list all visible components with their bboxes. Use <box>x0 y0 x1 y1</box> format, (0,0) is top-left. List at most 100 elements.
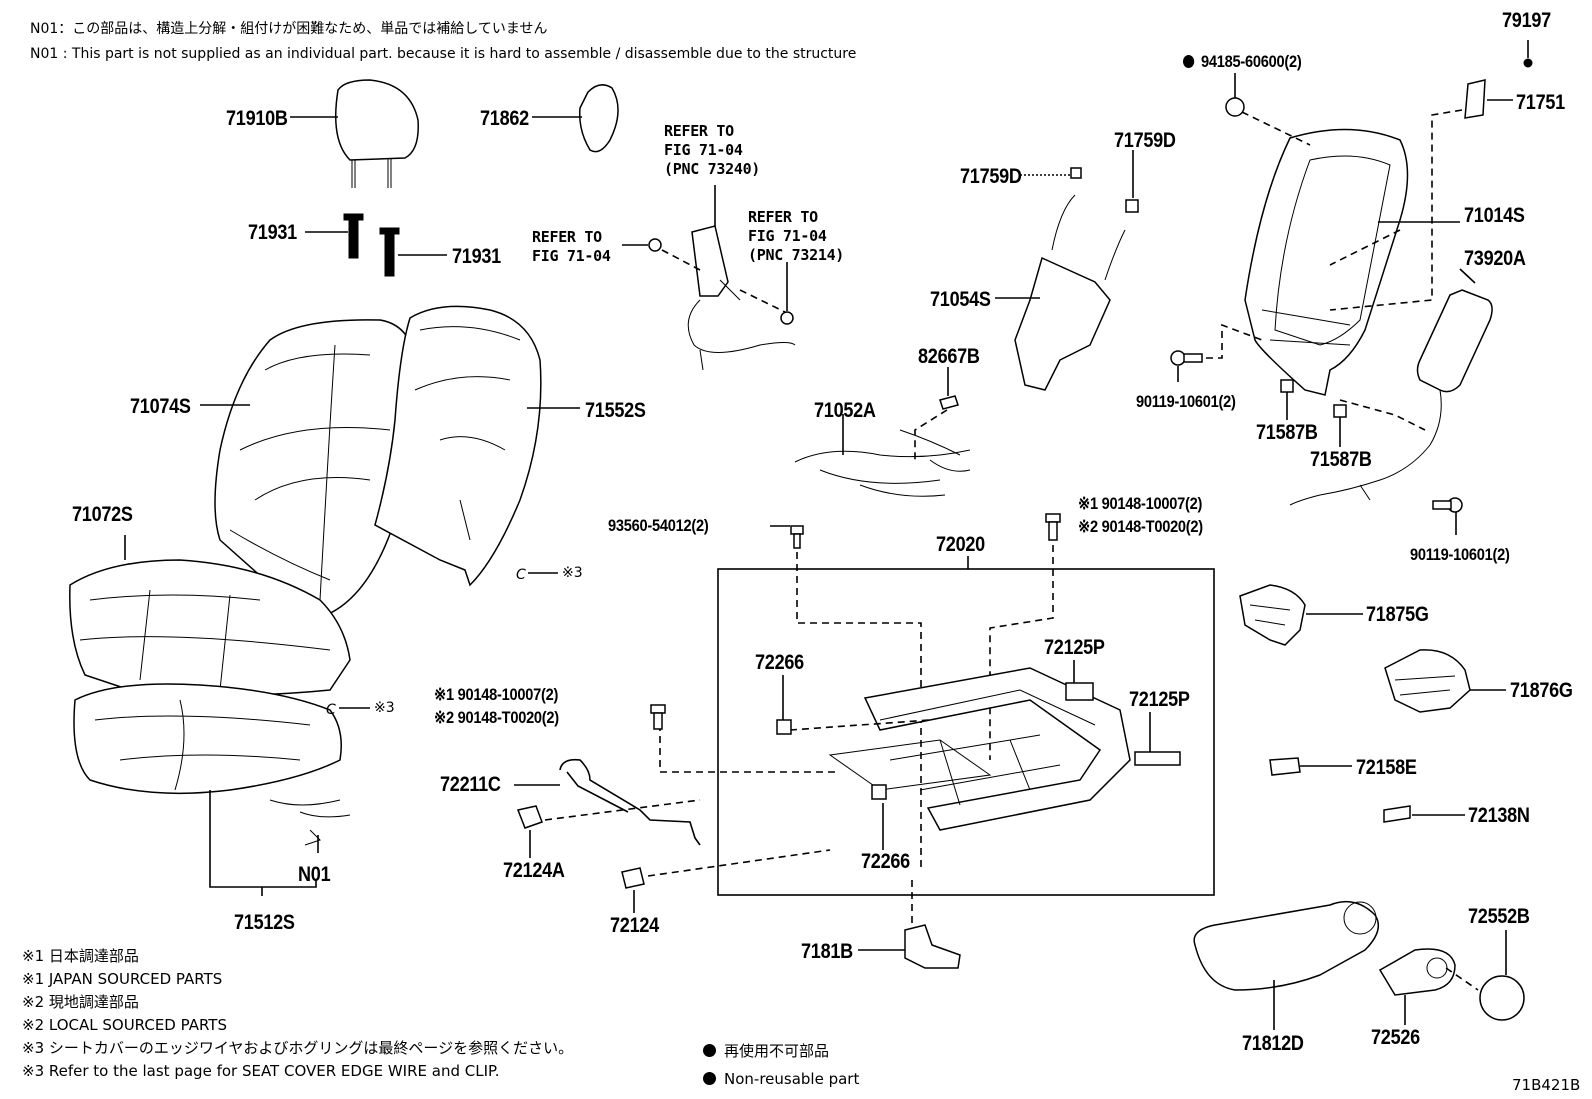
part-label-71072S[interactable]: 71072S <box>72 503 133 526</box>
refer-line-2: FIG 71-04 <box>532 247 611 265</box>
seatback-pad-drawing <box>374 305 580 587</box>
trim-71875G-drawing <box>1239 584 1363 646</box>
footnote-2-jp: ※2 現地調達部品 <box>22 993 139 1011</box>
part-label-71014S[interactable]: 71014S <box>1464 204 1525 227</box>
side-airbag-drawing <box>1289 229 1493 506</box>
trim-71876G-drawing <box>1384 649 1506 713</box>
clip-leaders <box>339 572 558 709</box>
part-label-71862[interactable]: 71862 <box>480 107 529 130</box>
part-label-71812D[interactable]: 71812D <box>1242 1032 1304 1055</box>
part-label-90148-top-1[interactable]: ※1 90148-10007(2) <box>1078 494 1203 513</box>
part-label-71759D-b[interactable]: 71759D <box>1114 129 1176 152</box>
non-reusable-dot <box>1183 55 1195 68</box>
note-en: N01 : This part is not supplied as an in… <box>30 46 857 62</box>
label-71751-drawing <box>1329 40 1533 311</box>
part-label-71052A[interactable]: 71052A <box>814 399 876 422</box>
clip-letter-a: C <box>516 567 526 583</box>
seat-cushion-pad-drawing <box>73 683 342 795</box>
clip-mark-b: ※3 <box>374 700 395 716</box>
part-label-94185[interactable]: 94185-60600(2) <box>1183 52 1302 71</box>
footnote-3-jp: ※3 シートカバーのエッジワイヤおよびホグリングは最終ページを参照ください。 <box>22 1039 574 1057</box>
part-label-72266-b[interactable]: 72266 <box>861 850 910 873</box>
part-label-71759D-a[interactable]: 71759D <box>960 165 1022 188</box>
part-label-N01[interactable]: N01 <box>298 863 331 886</box>
refer-line-2: FIG 71-04 <box>748 227 827 245</box>
note-jp: N01：この部品は、構造上分解・組付けが困難なため、単品では補給していません <box>30 21 548 37</box>
adjuster-box <box>717 556 1215 896</box>
headrest-guide-drawings <box>305 213 447 277</box>
part-label-93560[interactable]: 93560-54012(2) <box>608 516 709 535</box>
adjuster-parts-drawing <box>776 660 1181 850</box>
part-label-71875G[interactable]: 71875G <box>1366 603 1429 626</box>
refer-to-73240[interactable]: REFER TO FIG 71-04 (PNC 73240) <box>664 122 760 179</box>
part-label-90148-left-1[interactable]: ※1 90148-10007(2) <box>434 685 559 704</box>
non-reusable-dot <box>703 1044 716 1057</box>
bolt-90148-top-drawing <box>989 513 1061 760</box>
lumbar-support-drawing <box>995 150 1139 391</box>
part-label-71876G[interactable]: 71876G <box>1510 679 1573 702</box>
cap-72138N-drawing <box>1383 805 1465 823</box>
legend-non-reusable-en: Non-reusable part <box>703 1068 859 1091</box>
part-label-71552S[interactable]: 71552S <box>585 399 646 422</box>
figure-id: 71B421B <box>1512 1076 1581 1094</box>
part-label-71074S[interactable]: 71074S <box>130 395 191 418</box>
refer-line-2: FIG 71-04 <box>664 141 743 159</box>
part-label-72158E[interactable]: 72158E <box>1356 756 1417 779</box>
part-label-72552B[interactable]: 72552B <box>1468 905 1530 928</box>
part-label-90119-a[interactable]: 90119-10601(2) <box>1136 392 1236 411</box>
part-label-94185-text: 94185-60600(2) <box>1201 52 1302 71</box>
refer-line-1: REFER TO <box>664 122 734 140</box>
part-label-90148-left-2[interactable]: ※2 90148-T0020(2) <box>434 708 559 727</box>
shield-71812D-drawing <box>1193 900 1380 1030</box>
seat-harness-drawing <box>794 367 971 497</box>
part-label-71512S[interactable]: 71512S <box>234 911 295 934</box>
seat-cushion-cover-drawing <box>69 535 351 696</box>
part-label-73920A[interactable]: 73920A <box>1464 247 1526 270</box>
part-label-72125P-b[interactable]: 72125P <box>1129 688 1190 711</box>
part-label-71931-b[interactable]: 71931 <box>452 245 501 268</box>
cap-72158E-drawing <box>1269 757 1352 776</box>
part-label-71751[interactable]: 71751 <box>1516 91 1565 114</box>
refer-to-73214[interactable]: REFER TO FIG 71-04 (PNC 73214) <box>748 208 844 265</box>
part-label-72526[interactable]: 72526 <box>1371 1026 1420 1049</box>
footnote-2-en: ※2 LOCAL SOURCED PARTS <box>22 1016 227 1034</box>
n01-wire-drawing <box>269 799 351 853</box>
clip-72124A-drawing <box>516 799 701 858</box>
refer-line-3: (PNC 73240) <box>664 160 761 178</box>
bracket-7181B-drawing <box>858 924 961 969</box>
part-label-72138N[interactable]: 72138N <box>1468 804 1530 827</box>
part-label-71587B-a[interactable]: 71587B <box>1256 421 1318 444</box>
part-label-71931-a[interactable]: 71931 <box>248 221 297 244</box>
part-label-90148-top-2[interactable]: ※2 90148-T0020(2) <box>1078 517 1203 536</box>
part-label-72020[interactable]: 72020 <box>936 533 985 556</box>
part-label-72125P-a[interactable]: 72125P <box>1044 636 1105 659</box>
part-label-72124A[interactable]: 72124A <box>503 859 565 882</box>
buckle-harness-drawing <box>622 185 796 371</box>
clip-letter-b: C <box>326 702 336 718</box>
adjuster-frame-drawing <box>659 667 1131 932</box>
seatback-frame-drawing <box>1225 73 1460 396</box>
part-label-72211C[interactable]: 72211C <box>440 773 501 796</box>
part-label-72124[interactable]: 72124 <box>610 914 659 937</box>
part-label-71587B-b[interactable]: 71587B <box>1310 448 1372 471</box>
part-label-82667B[interactable]: 82667B <box>918 345 980 368</box>
refer-line-1: REFER TO <box>532 228 602 246</box>
non-reusable-dot <box>703 1072 716 1085</box>
part-label-7181B[interactable]: 7181B <box>801 940 853 963</box>
wire-72211C-drawing <box>514 758 701 846</box>
part-label-90119-b[interactable]: 90119-10601(2) <box>1410 545 1510 564</box>
refer-to-fig-71-04[interactable]: REFER TO FIG 71-04 <box>532 228 611 266</box>
footnote-1-jp: ※1 日本調達部品 <box>22 947 139 965</box>
footnote-1-en: ※1 JAPAN SOURCED PARTS <box>22 970 223 988</box>
footnote-3-en: ※3 Refer to the last page for SEAT COVER… <box>22 1062 500 1080</box>
refer-line-1: REFER TO <box>748 208 818 226</box>
part-label-71054S[interactable]: 71054S <box>930 288 991 311</box>
part-label-79197[interactable]: 79197 <box>1502 9 1551 32</box>
part-label-71910B[interactable]: 71910B <box>226 107 288 130</box>
knob-72526-drawing <box>1378 948 1456 1025</box>
bolt-93560-drawing <box>770 525 922 870</box>
clip-mark-a: ※3 <box>562 565 583 581</box>
part-label-72266-a[interactable]: 72266 <box>755 651 804 674</box>
bolt-90148-left-drawing <box>650 704 666 730</box>
